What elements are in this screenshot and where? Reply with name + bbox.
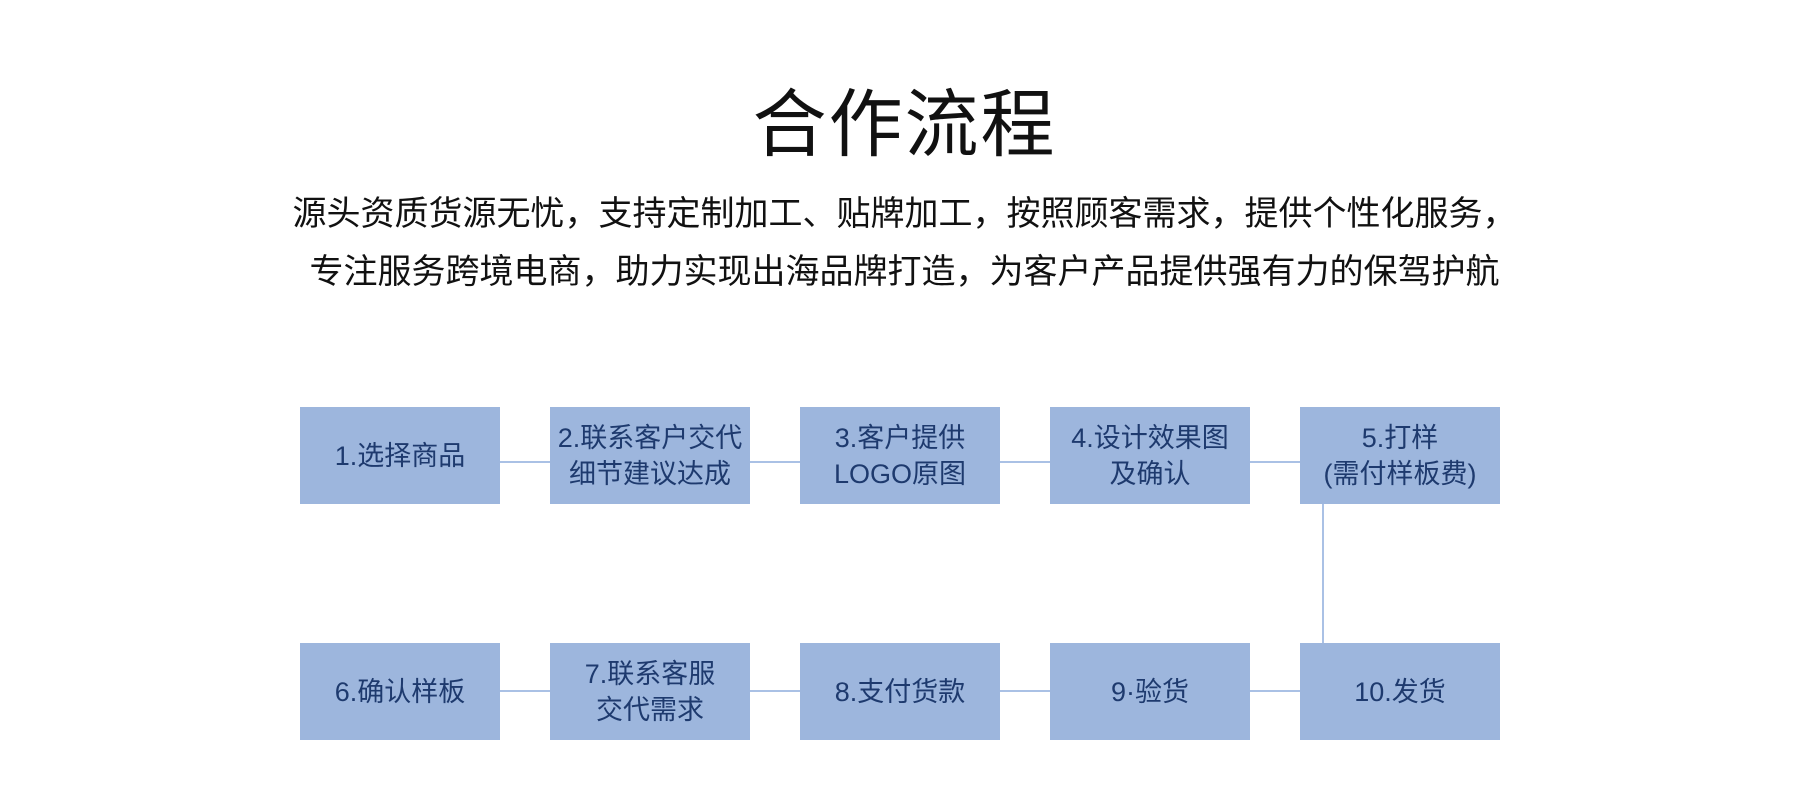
connector-step9-step10 (1250, 690, 1300, 692)
flow-step-2-contact-customer: 2.联系客户交代 细节建议达成 (550, 407, 750, 504)
subtitle-line-1: 源头资质货源无忧，支持定制加工、贴牌加工，按照顾客需求，提供个性化服务， (292, 195, 1517, 233)
flow-step-8-payment: 8.支付货款 (800, 643, 1000, 740)
connector-step2-step3 (750, 461, 800, 463)
connector-step3-step4 (1000, 461, 1050, 463)
connector-step4-step5 (1250, 461, 1300, 463)
flow-step-7-contact-service: 7.联系客服 交代需求 (550, 643, 750, 740)
connector-step6-step7 (500, 690, 550, 692)
flow-step-5-sampling: 5.打样 (需付样板费) (1300, 407, 1500, 504)
flow-step-3-provide-logo: 3.客户提供 LOGO原图 (800, 407, 1000, 504)
flow-step-4-design-confirm: 4.设计效果图 及确认 (1050, 407, 1250, 504)
flow-step-9-inspection: 9·验货 (1050, 643, 1250, 740)
subtitle-line-2: 专注服务跨境电商，助力实现出海品牌打造，为客户产品提供强有力的保驾护航 (309, 253, 1500, 291)
flow-step-6-confirm-sample: 6.确认样板 (300, 643, 500, 740)
flow-step-10-shipping: 10.发货 (1300, 643, 1500, 740)
flow-step-1-select-product: 1.选择商品 (300, 407, 500, 504)
connector-step1-step2 (500, 461, 550, 463)
connector-step7-step8 (750, 690, 800, 692)
connector-step5-step10 (1322, 504, 1324, 643)
connector-step8-step9 (1000, 690, 1050, 692)
page-title: 合作流程 (752, 83, 1057, 166)
